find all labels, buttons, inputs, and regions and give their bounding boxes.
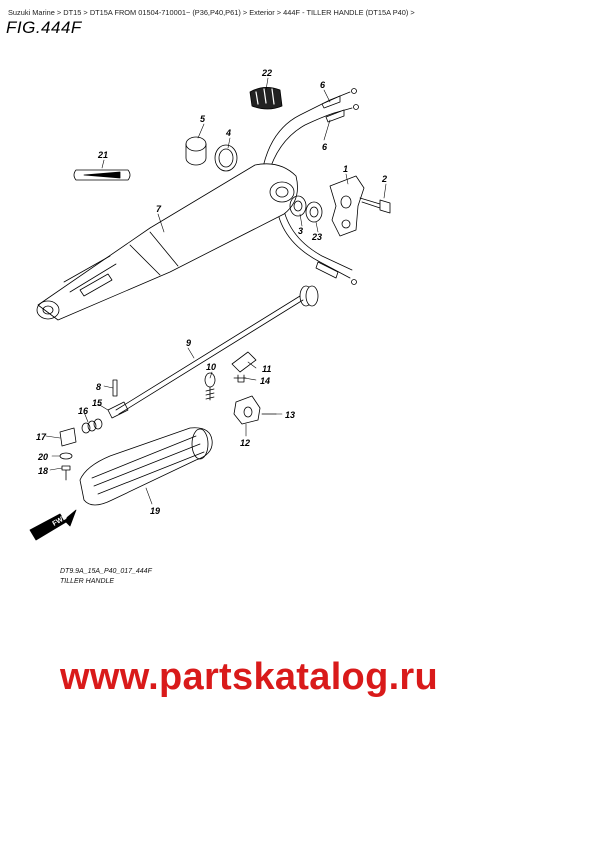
callout-22: 22: [261, 68, 272, 78]
watermark: www.partskatalog.ru: [60, 656, 439, 698]
callout-20: 20: [37, 452, 48, 462]
part-19-grip[interactable]: [79, 427, 213, 506]
part-23-washer[interactable]: [305, 201, 323, 223]
part-3-washer[interactable]: [289, 195, 307, 217]
callout-1: 1: [343, 164, 348, 174]
breadcrumb-separator: >: [83, 8, 88, 17]
callout-11: 11: [262, 364, 271, 374]
part-9-throttle-shaft[interactable]: [115, 285, 319, 415]
part-21-grip-insert[interactable]: [73, 169, 131, 181]
part-11-plate[interactable]: [231, 351, 257, 373]
part-7-tiller-handle[interactable]: [36, 163, 298, 321]
breadcrumb-separator: >: [276, 8, 282, 17]
part-10-screw[interactable]: [204, 372, 216, 401]
callout-8: 8: [96, 382, 101, 392]
callout-12: 12: [240, 438, 250, 448]
part-18-screw[interactable]: [61, 465, 71, 481]
part-2-bolt[interactable]: [359, 197, 391, 214]
callout-21: 21: [97, 150, 108, 160]
fwd-arrow-icon: [29, 509, 77, 541]
callout-19: 19: [150, 506, 160, 516]
figure-name: TILLER HANDLE: [60, 578, 115, 585]
callout-4: 4: [225, 128, 231, 138]
breadcrumb-item-exterior[interactable]: Exterior: [249, 8, 275, 17]
breadcrumb-separator: >: [410, 8, 415, 17]
part-12-friction-block[interactable]: [233, 395, 261, 425]
callout-23: 23: [311, 232, 322, 242]
part-5-bushing[interactable]: [185, 136, 207, 166]
part-1-bracket[interactable]: [329, 175, 365, 237]
callout-10: 10: [206, 362, 216, 372]
callout-17: 17: [36, 432, 47, 442]
callout-6b: 6: [322, 142, 328, 152]
part-22-grommet[interactable]: [249, 87, 283, 110]
breadcrumb-separator: >: [242, 8, 248, 17]
breadcrumb-item-suzuki-marine[interactable]: Suzuki Marine: [8, 8, 55, 17]
breadcrumb-item-dt15[interactable]: DT15: [63, 8, 82, 17]
callout-3: 3: [298, 226, 303, 236]
leader-lines: [45, 77, 387, 505]
callout-5: 5: [200, 114, 206, 124]
callout-15: 15: [92, 398, 103, 408]
callout-13: 13: [285, 410, 295, 420]
breadcrumb-separator: >: [56, 8, 62, 17]
callout-7: 7: [156, 204, 162, 214]
figure-code: DT9.9A_15A_P40_017_444F: [60, 568, 152, 575]
part-14-screw[interactable]: [233, 374, 247, 383]
part-8-pin[interactable]: [112, 379, 118, 397]
callout-14: 14: [260, 376, 270, 386]
part-20-washer[interactable]: [59, 452, 73, 460]
part-4-ring[interactable]: [214, 144, 238, 172]
figure-title: FIG.444F: [6, 18, 82, 37]
breadcrumb-item-model[interactable]: DT15A FROM 01504-710001~ (P36,P40,P61): [89, 8, 241, 17]
callout-9: 9: [186, 338, 191, 348]
callout-6a: 6: [320, 80, 326, 90]
callout-18: 18: [38, 466, 48, 476]
breadcrumb-item-current[interactable]: 444F - TILLER HANDLE (DT15A P40): [283, 8, 409, 17]
callout-2: 2: [381, 174, 387, 184]
part-16-spring[interactable]: [81, 418, 103, 434]
part-17-stopper[interactable]: [59, 427, 77, 447]
breadcrumb: Suzuki Marine > DT15 > DT15A FROM 01504-…: [8, 8, 415, 17]
part-15-plate[interactable]: [107, 401, 129, 419]
callout-16: 16: [78, 406, 89, 416]
